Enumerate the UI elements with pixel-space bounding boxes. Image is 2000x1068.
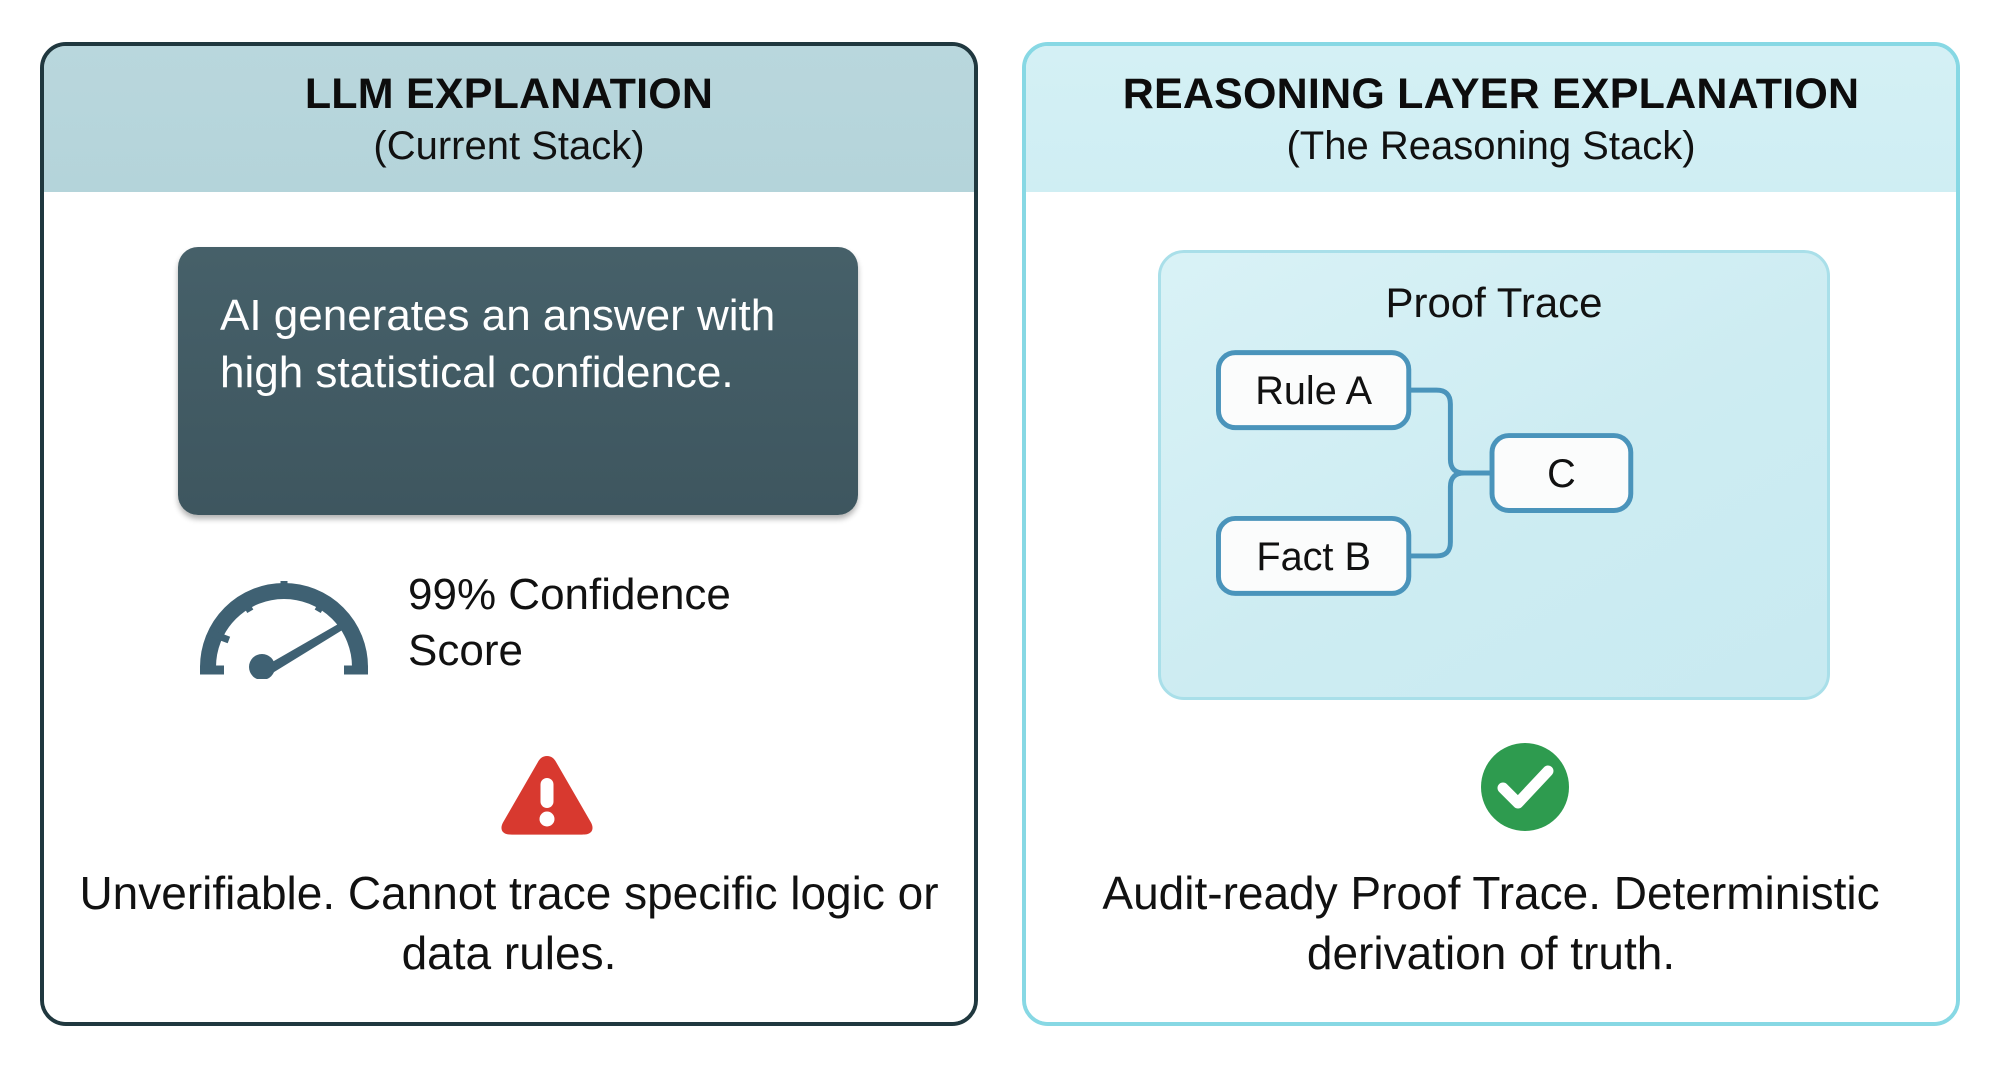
reasoning-panel-footnote: Audit-ready Proof Trace. Deterministic d… bbox=[1102, 867, 1880, 979]
reasoning-panel-body: Proof Trace Rule A Fact bbox=[1026, 192, 1956, 1022]
ai-answer-box: AI generates an answer with high statist… bbox=[178, 247, 858, 516]
proof-node-conclusion-c: C bbox=[1489, 433, 1634, 514]
reasoning-panel-title: REASONING LAYER EXPLANATION bbox=[1122, 70, 1860, 118]
llm-explanation-panel: LLM EXPLANATION (Current Stack) AI gener… bbox=[40, 42, 978, 1026]
proof-node-rule-a-label: Rule A bbox=[1255, 369, 1372, 413]
confidence-score-label: 99% Confidence Score bbox=[408, 570, 731, 676]
proof-node-fact-b: Fact B bbox=[1216, 516, 1412, 597]
proof-node-fact-b-label: Fact B bbox=[1256, 535, 1371, 579]
llm-panel-body: AI generates an answer with high statist… bbox=[44, 192, 974, 1022]
reasoning-panel-subtitle: (The Reasoning Stack) bbox=[1286, 124, 1696, 169]
llm-panel-header: LLM EXPLANATION (Current Stack) bbox=[44, 46, 974, 193]
reasoning-layer-panel: REASONING LAYER EXPLANATION (The Reasoni… bbox=[1022, 42, 1960, 1026]
proof-trace-container: Proof Trace Rule A Fact bbox=[1158, 250, 1830, 701]
ai-answer-text: AI generates an answer with high statist… bbox=[220, 291, 776, 398]
warning-triangle-icon bbox=[499, 752, 595, 836]
reasoning-panel-header: REASONING LAYER EXPLANATION (The Reasoni… bbox=[1026, 46, 1956, 193]
gauge-icon bbox=[194, 567, 374, 681]
proof-node-rule-a: Rule A bbox=[1216, 350, 1412, 431]
llm-panel-subtitle: (Current Stack) bbox=[373, 124, 645, 169]
llm-panel-title: LLM EXPLANATION bbox=[304, 70, 714, 118]
llm-panel-footnote: Unverifiable. Cannot trace specific logi… bbox=[79, 867, 939, 979]
proof-node-conclusion-c-label: C bbox=[1547, 452, 1576, 496]
check-circle-icon bbox=[1478, 740, 1572, 834]
proof-trace-title: Proof Trace bbox=[1385, 279, 1603, 327]
proof-trace-diagram: Rule A Fact B C bbox=[1216, 350, 1634, 597]
confidence-row: 99% Confidence Score bbox=[194, 567, 894, 681]
